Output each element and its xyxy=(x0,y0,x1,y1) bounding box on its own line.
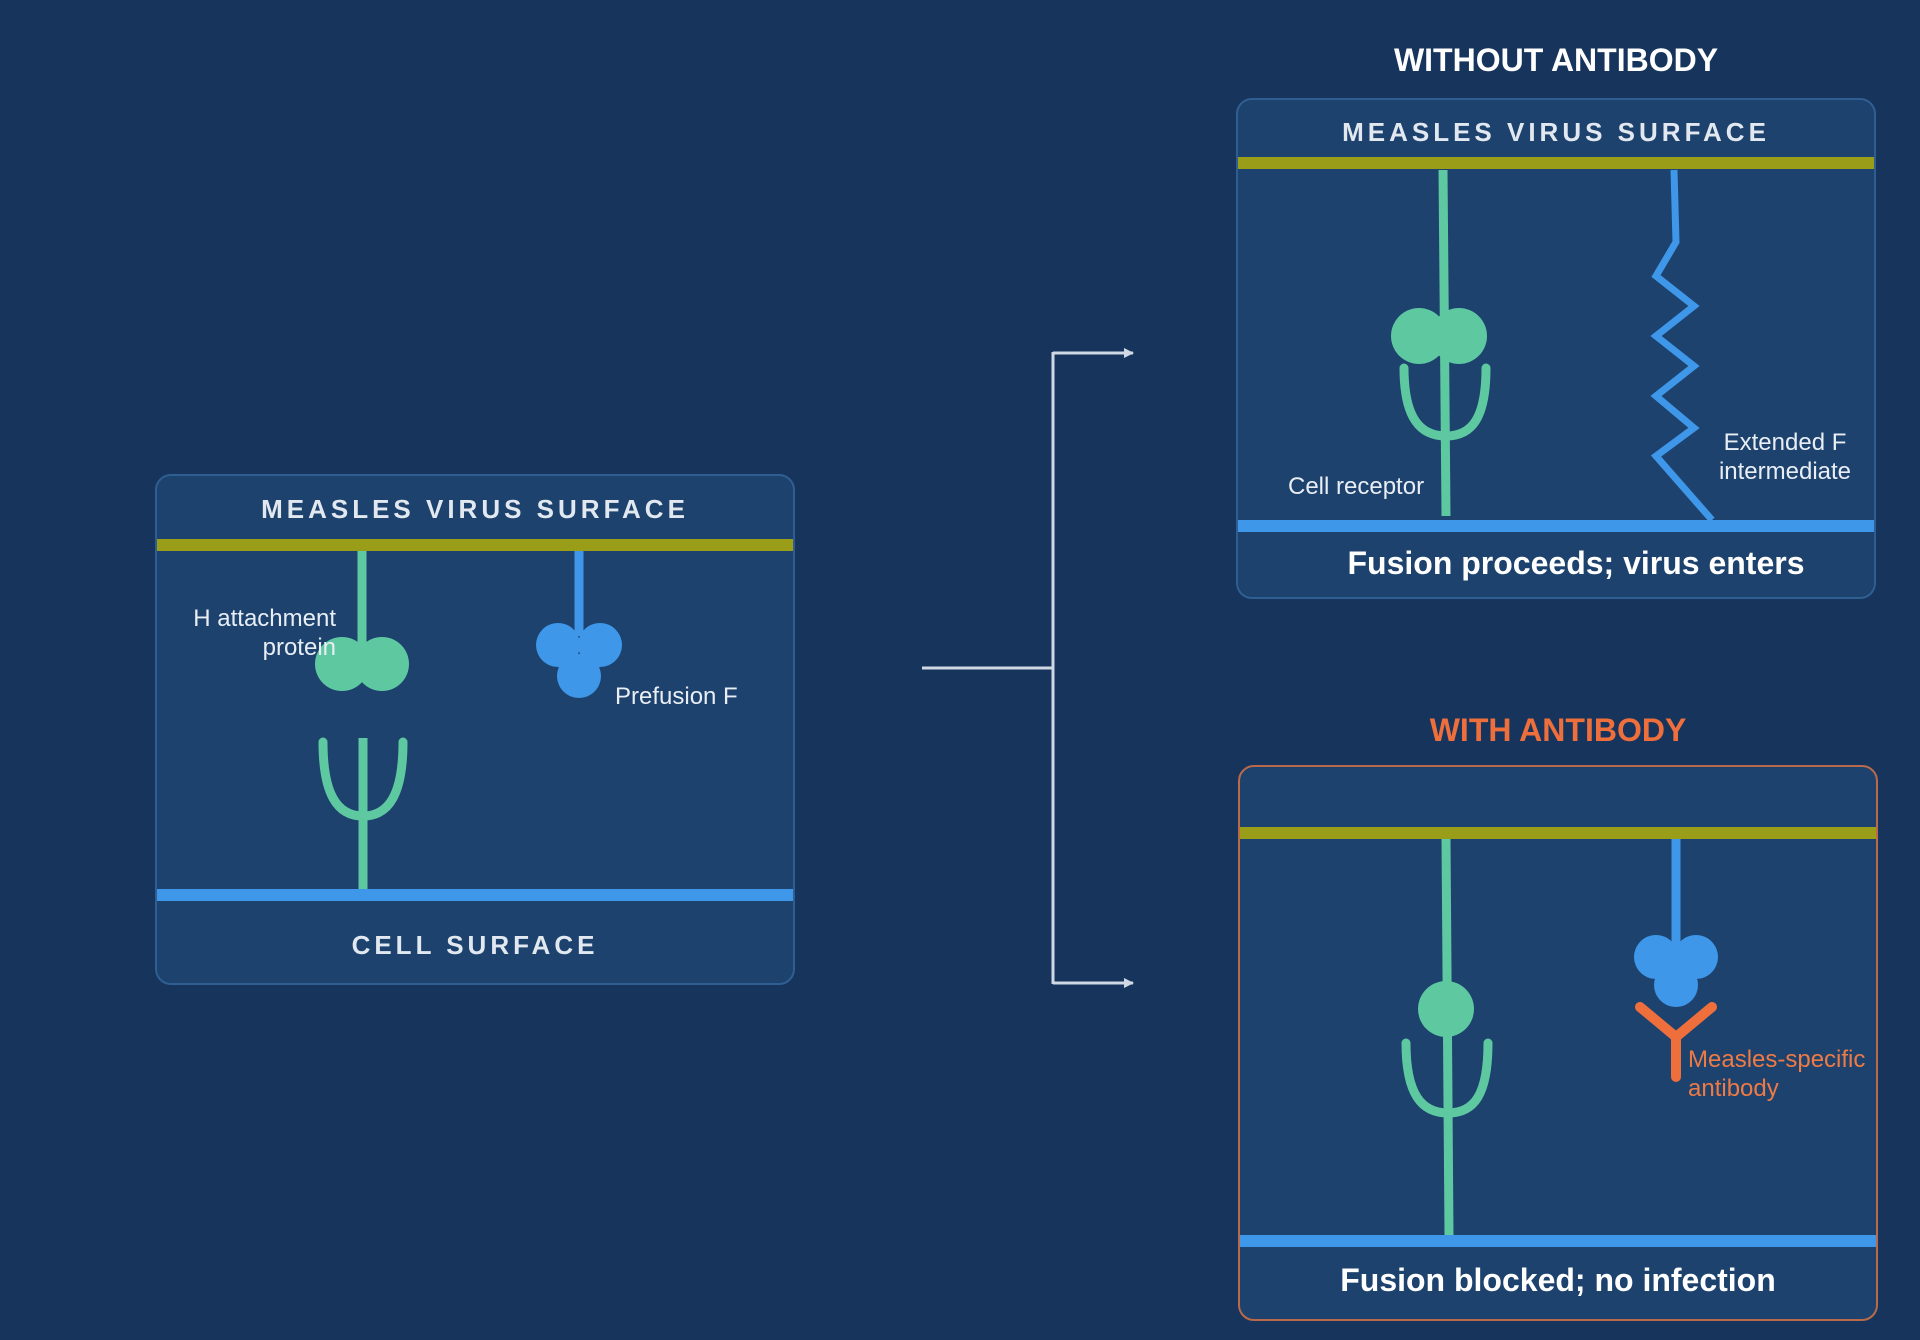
h-attachment-protein xyxy=(315,551,409,691)
cell-membrane xyxy=(157,889,793,901)
with-antibody-heading: WITH ANTIBODY xyxy=(1429,712,1687,748)
virus-membrane xyxy=(1238,157,1874,169)
extended-f-intermediate xyxy=(1650,169,1715,523)
h-protein-unbound xyxy=(1401,838,1493,1236)
receptor-bound-h-protein xyxy=(1391,169,1491,517)
without-antibody-panel: MEASLES VIRUS SURFACE Cell receptor Exte… xyxy=(1236,98,1876,599)
antibody-icon xyxy=(1635,1002,1717,1082)
virus-membrane xyxy=(157,539,793,551)
cell-surface-label: CELL SURFACE xyxy=(351,930,599,960)
cell-receptor-label: Cell receptor xyxy=(1288,473,1425,500)
antibody-label: Measles-specific antibody xyxy=(1688,1046,1866,1102)
with-antibody-panel: Measles-specific antibody Fusion blocked… xyxy=(1238,765,1878,1321)
without-antibody-heading: WITHOUT ANTIBODY xyxy=(1393,42,1719,78)
initial-proteins xyxy=(315,551,622,889)
virus-surface-label: MEASLES VIRUS SURFACE xyxy=(1342,117,1770,147)
cell-receptor xyxy=(318,737,408,889)
extended-f-label: Extended F intermediate xyxy=(1718,429,1852,485)
f-protein-prefusion xyxy=(536,551,622,698)
initial-state-panel: MEASLES VIRUS SURFACE CELL SURFACE H att… xyxy=(155,474,795,985)
virus-membrane xyxy=(1240,827,1876,839)
cell-membrane xyxy=(1238,520,1874,532)
without-result-text: Fusion proceeds; virus enters xyxy=(1347,545,1805,581)
f-protein-blocked xyxy=(1634,839,1718,1007)
virus-surface-label: MEASLES VIRUS SURFACE xyxy=(261,494,689,524)
without-proteins xyxy=(1391,169,1715,523)
prefusion-f-label: Prefusion F xyxy=(615,683,738,710)
with-proteins xyxy=(1401,838,1718,1236)
connector-stem xyxy=(922,352,1055,984)
h-attachment-label: H attachment protein xyxy=(193,605,336,661)
with-result-text: Fusion blocked; no infection xyxy=(1340,1262,1776,1298)
cell-membrane xyxy=(1240,1235,1876,1247)
